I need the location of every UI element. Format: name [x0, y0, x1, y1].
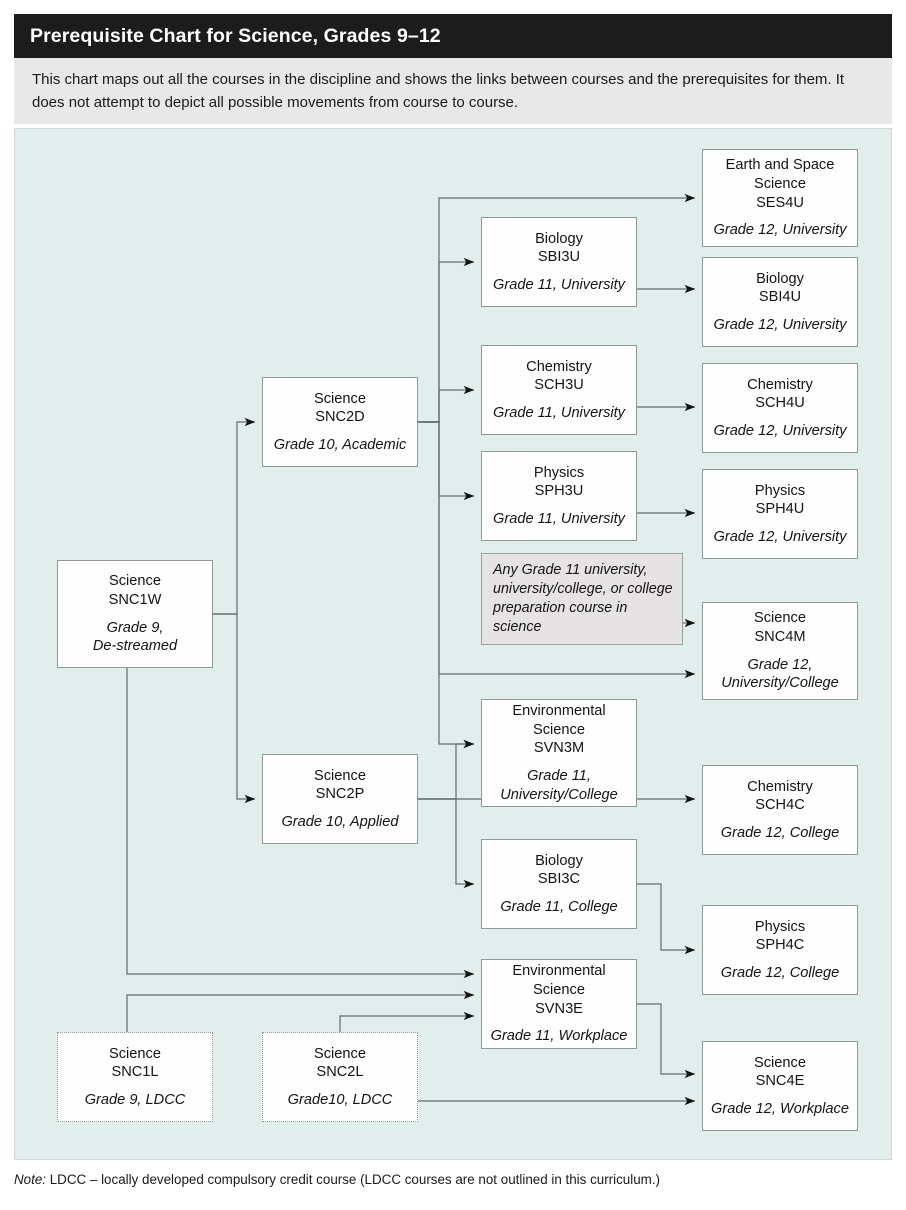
- course-meta-sbi4u: Grade 12, University: [713, 316, 847, 333]
- footnote: Note: LDCC – locally developed compulsor…: [14, 1172, 892, 1187]
- course-meta-sch4c: Grade 12, College: [720, 824, 840, 841]
- course-meta-svn3e: Grade 11, Workplace: [490, 1028, 628, 1045]
- course-meta-sch4u: Grade 12, University: [713, 422, 847, 439]
- course-meta-snc1w: Grade 9,De-streamed: [92, 619, 178, 655]
- course-meta-sph3u: Grade 11, University: [493, 510, 625, 527]
- course-meta-any-grade-11: Any Grade 11 university, university/coll…: [493, 561, 673, 636]
- page-title: Prerequisite Chart for Science, Grades 9…: [30, 24, 441, 47]
- course-meta-ses4u: Grade 12, University: [713, 222, 847, 239]
- course-meta-sbi3u: Grade 11, University: [493, 276, 625, 293]
- course-meta-snc2p: Grade 10, Applied: [281, 813, 399, 830]
- course-meta-snc4m: Grade 12,University/College: [721, 656, 839, 692]
- course-meta-sph4c: Grade 12, College: [720, 964, 840, 981]
- chart-title-bar: Prerequisite Chart for Science, Grades 9…: [14, 14, 892, 58]
- course-meta-snc2l: Grade10, LDCC: [287, 1091, 393, 1108]
- course-meta-sbi3c: Grade 11, College: [500, 898, 618, 915]
- course-box-any-grade-11[interactable]: Any Grade 11 university, university/coll…: [481, 553, 683, 645]
- chart-intro-text: This chart maps out all the courses in t…: [14, 58, 892, 124]
- course-meta-snc1l: Grade 9, LDCC: [84, 1091, 186, 1108]
- footnote-text: LDCC – locally developed compulsory cred…: [46, 1172, 661, 1187]
- course-meta-snc2d: Grade 10, Academic: [273, 436, 407, 453]
- course-meta-sph4u: Grade 12, University: [713, 528, 847, 545]
- connector-layer: [126, 193, 696, 1106]
- course-meta-svn3m: Grade 11,University/College: [500, 768, 618, 803]
- course-meta-snc4e: Grade 12, Workplace: [711, 1100, 849, 1117]
- footnote-label: Note:: [14, 1172, 47, 1187]
- course-meta-sch3u: Grade 11, University: [493, 404, 625, 421]
- connector-paths: [126, 193, 696, 1106]
